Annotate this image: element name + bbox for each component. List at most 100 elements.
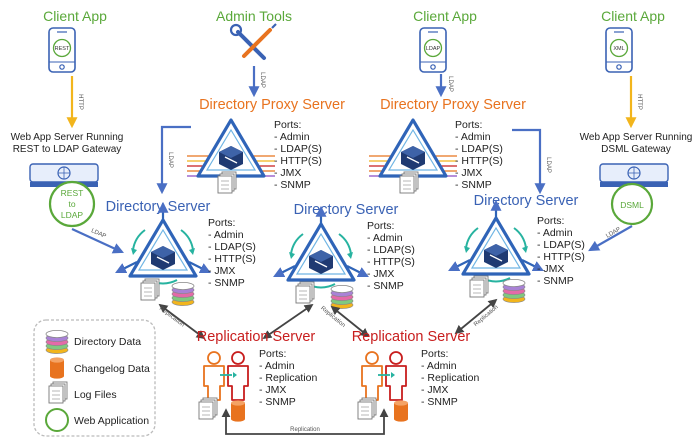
directory-emblem-icon [450, 202, 542, 281]
svg-text:- Admin: - Admin [421, 360, 457, 372]
svg-text:LDAP: LDAP [61, 210, 84, 220]
svg-text:- HTTP(S): - HTTP(S) [537, 251, 585, 263]
connector-ldap-gateway-left: LDAP [71, 228, 124, 254]
proxy-server-title: Directory Proxy Server [199, 97, 345, 113]
gateway-line2: DSML Gateway [601, 144, 671, 155]
svg-text:Log Files: Log Files [74, 389, 117, 401]
client-app-rest: Client App REST [43, 8, 107, 73]
svg-text:- SNMP: - SNMP [274, 179, 311, 191]
svg-text:- Replication: - Replication [259, 372, 318, 384]
directory-server-title: Directory Server [474, 193, 579, 209]
svg-text:- JMX: - JMX [455, 167, 482, 179]
connector-http-left: HTTP [66, 76, 83, 129]
directory-server-right: Directory Server Ports: - Admin - LDAP(S… [450, 193, 585, 304]
replication-server-right: Replication Server Ports: - Admin - Repl… [352, 329, 480, 422]
log-files-icon [217, 171, 237, 194]
svg-text:- LDAP(S): - LDAP(S) [367, 244, 415, 256]
client-app-title: Client App [43, 8, 107, 24]
svg-text:Ports:: Ports: [259, 348, 286, 360]
orange-cylinder-icon [231, 400, 245, 422]
web-application-bubble [48, 180, 96, 228]
svg-text:Ports:: Ports: [455, 119, 482, 131]
svg-text:REST: REST [61, 188, 84, 198]
svg-text:- Admin: - Admin [537, 227, 573, 239]
proxy-ports: Ports: - Admin - LDAP(S) - HTTP(S) - JMX… [274, 119, 322, 191]
svg-text:Replication: Replication [319, 306, 346, 329]
directory-ports: Ports: - Admin - LDAP(S) - HTTP(S) - JMX… [537, 215, 585, 287]
disk-stack-icon [171, 281, 195, 307]
log-files-icon [295, 281, 315, 304]
gateway-line1: Web App Server Running [11, 132, 124, 143]
replication-people-icon [361, 351, 407, 401]
replication-server-title: Replication Server [352, 329, 471, 345]
svg-text:LDAP: LDAP [545, 157, 551, 173]
svg-text:Replication: Replication [290, 427, 320, 433]
svg-text:- SNMP: - SNMP [208, 277, 245, 289]
client-app-xml: Client App XML [601, 8, 665, 73]
connector-replication-bottom: Replication [221, 408, 389, 435]
svg-text:- JMX: - JMX [208, 265, 235, 277]
svg-text:HTTP: HTTP [636, 94, 642, 110]
svg-text:Replication: Replication [158, 306, 185, 329]
proxy-emblem-icon [187, 120, 275, 176]
directory-server-left: Directory Server Ports: - Admin - LDAP(S… [106, 199, 256, 307]
disk-stack-icon [502, 278, 526, 304]
svg-text:Ports:: Ports: [421, 348, 448, 360]
svg-text:HTTP: HTTP [77, 94, 83, 110]
log-files-icon [357, 397, 377, 420]
directory-server-middle: Directory Server Ports: - Admin - LDAP(S… [275, 202, 415, 310]
svg-text:- SNMP: - SNMP [455, 179, 492, 191]
directory-ports: Ports: - Admin - LDAP(S) - HTTP(S) - JMX… [367, 220, 415, 292]
connector-http-right: HTTP [625, 76, 642, 129]
legend: Directory Data Changelog Data Log Files … [33, 319, 156, 437]
proxy-server-right: Directory Proxy Server Ports: - Admin - … [369, 97, 526, 194]
svg-text:to: to [68, 199, 75, 209]
replication-people-icon [203, 351, 249, 401]
svg-text:- LDAP(S): - LDAP(S) [537, 239, 585, 251]
client-app-badge: LDAP [426, 46, 441, 52]
svg-text:- LDAP(S): - LDAP(S) [208, 241, 256, 253]
proxy-ports: Ports: - Admin - LDAP(S) - HTTP(S) - JMX… [455, 119, 503, 191]
connector-ldap-gateway-right: LDAP [588, 225, 633, 252]
svg-text:Web Application: Web Application [74, 415, 149, 427]
client-app-badge: XML [613, 46, 624, 52]
wrench-screwdriver-icon [229, 23, 277, 60]
disk-stack-icon [330, 284, 354, 310]
svg-text:- Replication: - Replication [421, 372, 480, 384]
svg-text:- Admin: - Admin [367, 232, 403, 244]
directory-ports: Ports: - Admin - LDAP(S) - HTTP(S) - JMX… [208, 217, 256, 289]
svg-text:Changelog Data: Changelog Data [74, 363, 150, 375]
directory-server-title: Directory Server [294, 202, 399, 218]
svg-text:- LDAP(S): - LDAP(S) [274, 143, 322, 155]
svg-text:- JMX: - JMX [421, 384, 448, 396]
disk-stack-icon [45, 329, 69, 355]
admin-tools: Admin Tools [216, 8, 292, 60]
admin-tools-title: Admin Tools [216, 8, 292, 24]
connector-ldap-proxy-right: LDAP [512, 128, 551, 195]
svg-text:LDAP: LDAP [90, 228, 107, 240]
web-application-bubble [610, 182, 654, 226]
client-app-badge: REST [55, 46, 70, 52]
svg-text:- SNMP: - SNMP [367, 280, 404, 292]
green-circle-icon [45, 408, 69, 432]
svg-text:DSML: DSML [620, 200, 644, 210]
directory-emblem-icon [275, 208, 367, 287]
client-app-title: Client App [601, 8, 665, 24]
orange-cylinder-icon [394, 400, 408, 422]
gateway-dsml: Web App Server Running DSML Gateway DSML [580, 132, 692, 226]
svg-text:- HTTP(S): - HTTP(S) [367, 256, 415, 268]
gateway-rest: Web App Server Running REST to LDAP Gate… [11, 132, 124, 228]
svg-text:Ports:: Ports: [367, 220, 394, 232]
connector-ldap-proxy-left: LDAP [156, 125, 191, 195]
gateway-line2: REST to LDAP Gateway [13, 144, 122, 155]
replication-ports: Ports: - Admin - Replication - JMX - SNM… [421, 348, 480, 408]
directory-emblem-icon [117, 204, 209, 283]
directory-server-title: Directory Server [106, 199, 211, 215]
legend-item-changelog-data: Changelog Data [50, 357, 150, 379]
svg-text:Directory Data: Directory Data [74, 336, 141, 348]
connector-ldap-client: LDAP [435, 74, 453, 98]
svg-text:- JMX: - JMX [367, 268, 394, 280]
proxy-emblem-icon [369, 120, 457, 176]
svg-text:- JMX: - JMX [259, 384, 286, 396]
svg-text:Ports:: Ports: [274, 119, 301, 131]
